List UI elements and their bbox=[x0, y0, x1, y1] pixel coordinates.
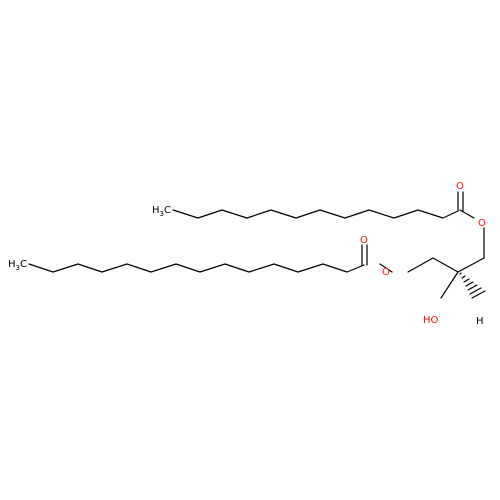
ch2-to-central-bond bbox=[457, 257, 485, 273]
central-to-oh-bond bbox=[440, 271, 459, 299]
top-ester-bond bbox=[459, 209, 475, 219]
bottom-ester-oxygen-label: O bbox=[382, 267, 390, 278]
bottom-methyl-label: H3C bbox=[8, 259, 27, 272]
bottom-ester-bond bbox=[379, 263, 393, 273]
stereo-hash-wedge bbox=[459, 272, 486, 299]
bottom-acyl-chain bbox=[28, 263, 365, 273]
bottom-carbonyl-oxygen-label: O bbox=[360, 235, 368, 246]
top-acyl-chain bbox=[172, 209, 459, 219]
top-ester-oxygen-label: O bbox=[478, 218, 486, 229]
central-to-ch2-bond bbox=[432, 257, 459, 273]
ch2-to-bottom-ester-bond bbox=[407, 257, 434, 273]
top-methyl-label: H3C bbox=[152, 205, 171, 218]
hydroxyl-label: HO bbox=[423, 315, 439, 326]
top-carbonyl-oxygen-label: O bbox=[456, 181, 464, 192]
stereo-hydrogen-label: H bbox=[476, 316, 484, 327]
